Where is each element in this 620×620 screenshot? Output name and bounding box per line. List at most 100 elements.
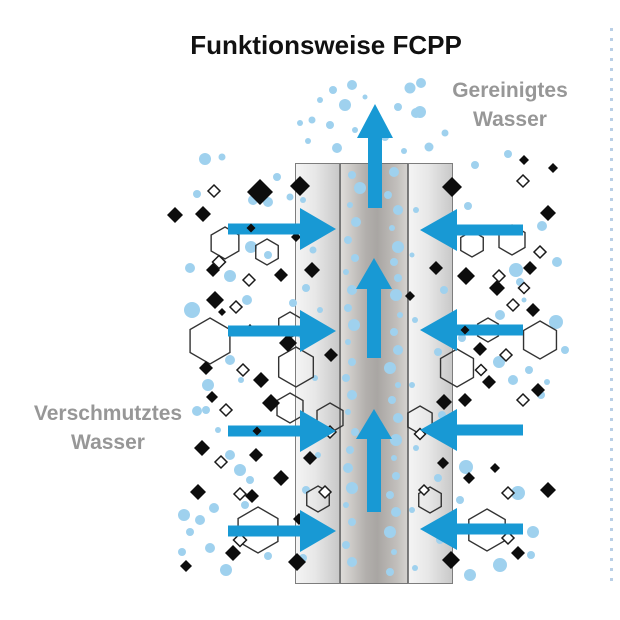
particle-black-diamond bbox=[511, 546, 525, 560]
particle-hexagon bbox=[468, 508, 506, 552]
particle-dot bbox=[362, 94, 368, 100]
particle-white-diamond bbox=[517, 281, 531, 295]
particle-white-diamond bbox=[505, 297, 521, 313]
particle-dot bbox=[241, 501, 249, 509]
particle-dot bbox=[441, 129, 449, 137]
label-dirty-water-line2: Wasser bbox=[71, 431, 145, 454]
particle-black-diamond bbox=[194, 440, 210, 456]
particle-black-diamond bbox=[523, 261, 537, 275]
particle-dot bbox=[286, 193, 294, 201]
particle-hexagon bbox=[498, 224, 526, 256]
membrane-wall-left bbox=[295, 163, 340, 584]
particle-hexagon bbox=[522, 320, 558, 360]
particle-dot bbox=[464, 569, 476, 581]
particle-black-diamond bbox=[195, 206, 211, 222]
particle-dot bbox=[193, 190, 201, 198]
particle-dot bbox=[471, 161, 479, 169]
particle-dot bbox=[424, 142, 434, 152]
particle-black-diamond bbox=[249, 448, 263, 462]
particle-black-diamond bbox=[490, 463, 500, 473]
particle-white-diamond bbox=[532, 244, 548, 260]
particle-black-diamond bbox=[463, 472, 475, 484]
particle-dot bbox=[416, 78, 426, 88]
particle-black-diamond bbox=[180, 560, 192, 572]
particle-dot bbox=[225, 450, 235, 460]
particle-black-diamond bbox=[519, 155, 529, 165]
particle-dot bbox=[509, 263, 523, 277]
particle-black-diamond bbox=[274, 268, 288, 282]
particle-white-diamond bbox=[500, 485, 516, 501]
particle-black-diamond bbox=[460, 325, 470, 335]
particle-hexagon bbox=[189, 317, 231, 365]
particle-black-diamond bbox=[458, 393, 472, 407]
particle-dot bbox=[224, 270, 236, 282]
particle-dot bbox=[218, 153, 226, 161]
particle-dot bbox=[255, 225, 265, 235]
particle-dot bbox=[202, 406, 210, 414]
particle-dot bbox=[352, 127, 358, 133]
label-clean-water-line2: Wasser bbox=[473, 108, 547, 131]
particle-hexagon bbox=[210, 226, 240, 260]
particle-dot bbox=[332, 143, 342, 153]
particle-dot bbox=[248, 195, 258, 205]
particle-dot bbox=[411, 108, 421, 118]
particle-white-diamond bbox=[241, 272, 257, 288]
particle-white-diamond bbox=[474, 363, 488, 377]
particle-dot bbox=[202, 379, 214, 391]
particle-dot bbox=[511, 486, 525, 500]
label-clean-water: Gereinigtes Wasser bbox=[452, 76, 568, 134]
particle-black-diamond bbox=[531, 383, 545, 397]
particle-dot bbox=[537, 221, 547, 231]
particle-white-diamond bbox=[500, 530, 516, 546]
particle-dot bbox=[504, 150, 512, 158]
particle-white-diamond bbox=[232, 532, 248, 548]
particle-dot bbox=[527, 551, 535, 559]
particle-white-diamond bbox=[228, 299, 244, 315]
particle-dot bbox=[192, 406, 202, 416]
particle-dot bbox=[347, 80, 357, 90]
particle-white-diamond bbox=[515, 173, 531, 189]
particle-black-diamond bbox=[540, 482, 556, 498]
particle-dot bbox=[464, 202, 472, 210]
particle-dot bbox=[242, 426, 250, 434]
particle-dot bbox=[225, 355, 235, 365]
particle-black-diamond bbox=[253, 372, 269, 388]
particle-dot bbox=[326, 121, 334, 129]
particle-dot bbox=[537, 391, 545, 399]
particle-dot bbox=[329, 86, 337, 94]
particle-black-diamond bbox=[218, 308, 226, 316]
particle-black-diamond bbox=[252, 426, 262, 436]
particle-dot bbox=[195, 515, 205, 525]
particle-dot bbox=[381, 133, 389, 141]
particle-dot bbox=[493, 558, 507, 572]
particle-dot bbox=[238, 377, 244, 383]
particle-dot bbox=[317, 97, 323, 103]
particle-hexagon bbox=[460, 230, 484, 258]
particle-dot bbox=[495, 310, 505, 320]
particle-dot bbox=[246, 476, 254, 484]
particle-dot bbox=[205, 543, 215, 553]
particle-hexagon bbox=[476, 317, 500, 343]
particle-dot bbox=[178, 509, 190, 521]
particle-white-diamond bbox=[213, 454, 229, 470]
label-dirty-water: Verschmutztes Wasser bbox=[34, 399, 182, 457]
particle-dot bbox=[273, 173, 281, 181]
particle-dot bbox=[297, 120, 303, 126]
particle-dot bbox=[516, 278, 524, 286]
particle-hexagon bbox=[237, 506, 279, 554]
particle-dot bbox=[178, 548, 186, 556]
membrane-wall-right bbox=[408, 163, 453, 584]
particle-white-diamond bbox=[232, 486, 248, 502]
particle-black-diamond bbox=[246, 223, 256, 233]
particle-dot bbox=[199, 153, 211, 165]
particle-dot bbox=[308, 116, 316, 124]
particle-dot bbox=[414, 106, 426, 118]
particle-black-diamond bbox=[247, 179, 273, 205]
particle-black-diamond bbox=[548, 163, 558, 173]
particle-dot bbox=[401, 148, 407, 154]
particle-black-diamond bbox=[167, 207, 183, 223]
particle-dot bbox=[242, 295, 252, 305]
particle-black-diamond bbox=[526, 303, 540, 317]
particle-white-diamond bbox=[218, 402, 234, 418]
